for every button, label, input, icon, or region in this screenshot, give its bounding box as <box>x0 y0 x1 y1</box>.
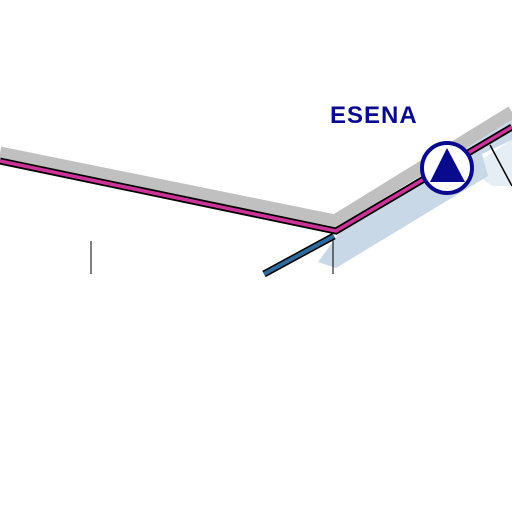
waypoint-symbol-icon[interactable] <box>420 141 474 195</box>
route-line-thin-right <box>489 144 512 187</box>
waypoint-label: ESENA <box>330 102 418 129</box>
waypoint-triangle-icon <box>430 148 465 182</box>
route-segment-blue <box>263 234 335 276</box>
